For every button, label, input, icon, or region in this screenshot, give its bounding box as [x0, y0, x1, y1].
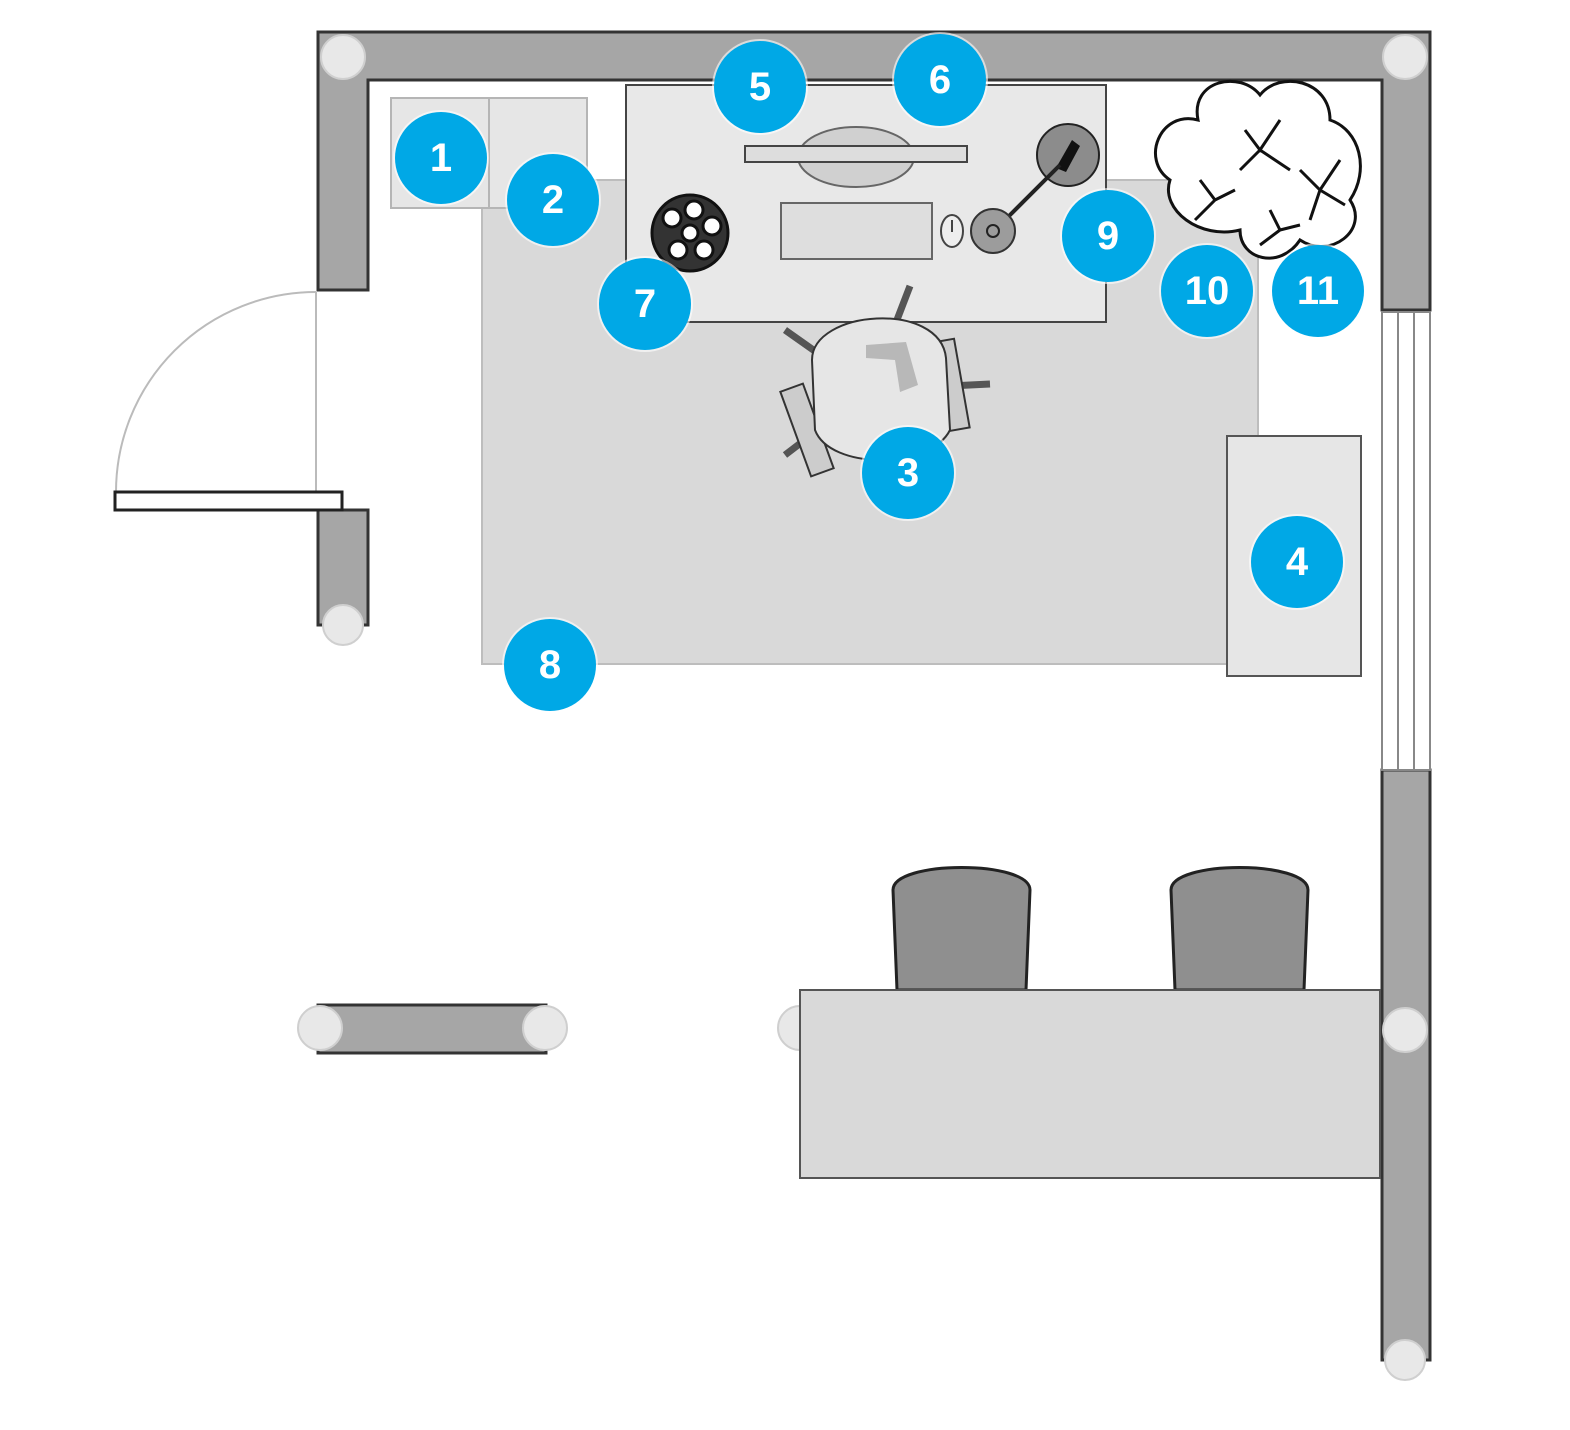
marker-2: 2: [507, 154, 599, 246]
office-chair: [779, 284, 991, 478]
desk-lamp: [970, 123, 1100, 254]
meeting-chair-left: [891, 866, 1032, 992]
marker-8: 8: [504, 619, 596, 711]
marker-11: 11: [1272, 245, 1364, 337]
marker-5: 5: [714, 41, 806, 133]
door-swing: [115, 291, 317, 493]
door-leaf: [113, 490, 344, 512]
marker-10: 10: [1161, 245, 1253, 337]
partition-wall: [316, 1003, 548, 1055]
floor-plant: [1153, 79, 1362, 260]
meeting-table: [799, 989, 1381, 1179]
top-wall: [316, 30, 1432, 312]
keyboard: [780, 202, 933, 260]
marker-1: 1: [395, 112, 487, 204]
monitor: [744, 126, 968, 188]
marker-4: 4: [1251, 516, 1343, 608]
right-wall-lower: [1380, 768, 1432, 1362]
door: [113, 291, 344, 512]
meeting-area: [799, 866, 1381, 1179]
meeting-chair-right: [1169, 866, 1310, 992]
marker-7: 7: [599, 258, 691, 350]
marker-3: 3: [862, 427, 954, 519]
marker-6: 6: [894, 34, 986, 126]
desk-plant: [650, 193, 730, 273]
marker-9: 9: [1062, 190, 1154, 282]
window: [1381, 311, 1431, 771]
